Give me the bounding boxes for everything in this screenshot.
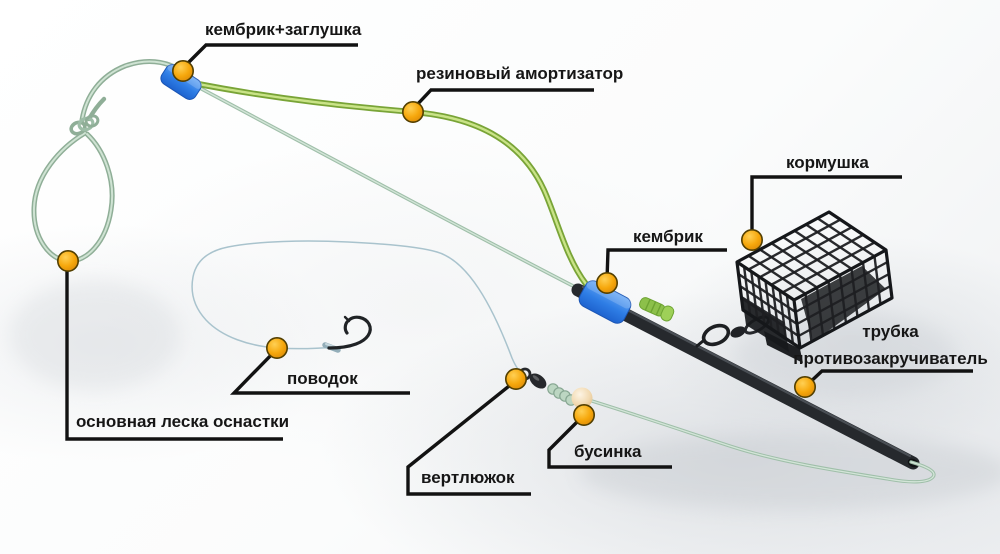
- rubber-shock-absorber: [190, 80, 601, 296]
- line-coil: [547, 383, 577, 406]
- marker-feeder: [740, 229, 763, 252]
- callout-bead: [547, 416, 672, 469]
- feeder-basket: [735, 210, 894, 363]
- markers: [56, 59, 816, 426]
- label-cap: кембрик+заглушка: [205, 20, 362, 39]
- feeder-edges: [735, 210, 894, 350]
- main-line-loop: [31, 59, 200, 264]
- leader-line: [191, 240, 522, 373]
- callout-swivel: [406, 380, 531, 496]
- marker-cap: [172, 59, 195, 82]
- hook: [322, 315, 372, 353]
- callout-main-line: [65, 264, 283, 441]
- label-feeder: кормушка: [786, 153, 869, 172]
- label-swivel: вертлюжок: [421, 468, 515, 487]
- marker-leader: [265, 336, 288, 359]
- callout-sleeve: [605, 248, 727, 281]
- callout-shock-absorber: [412, 88, 594, 110]
- main-line-diagonal-highlight: [197, 86, 578, 289]
- label-bead: бусинка: [574, 442, 642, 461]
- line-knot: [69, 114, 100, 136]
- label-anti-twist-line1: трубка: [862, 322, 919, 341]
- label-main-line: основная леска оснастки: [76, 412, 290, 431]
- callout-feeder: [750, 175, 902, 237]
- marker-bead: [572, 403, 595, 426]
- marker-sleeve: [595, 271, 618, 294]
- callout-cap: [182, 43, 358, 69]
- label-sleeve: кембрик: [633, 227, 703, 246]
- bead: [571, 387, 593, 409]
- marker-shock-absorber: [401, 101, 424, 124]
- label-anti-twist-line2: противозакручиватель: [793, 349, 988, 369]
- marker-swivel: [504, 367, 527, 390]
- callout-leader: [229, 349, 410, 395]
- rubber-shock-absorber-core: [191, 81, 600, 295]
- label-shock-absorber: резиновый амортизатор: [416, 64, 624, 83]
- label-anti-twist: трубка противозакручиватель: [793, 318, 988, 372]
- rubber-end-nub: [639, 297, 675, 322]
- main-line-tail-highlight: [591, 400, 935, 483]
- label-leader: поводок: [287, 369, 358, 388]
- marker-anti-twist: [793, 375, 816, 398]
- marker-main-line: [56, 250, 79, 273]
